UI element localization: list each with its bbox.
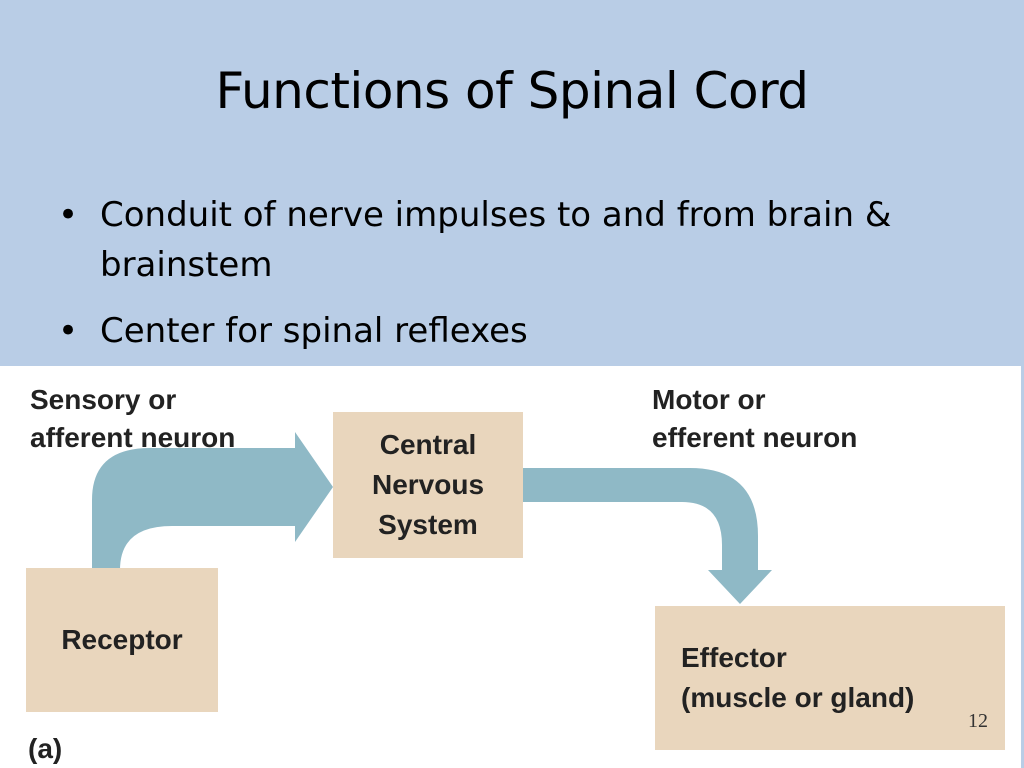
motor-neuron-label: Motor or efferent neuron — [652, 384, 858, 453]
bullet-item: Conduit of nerve impulses to and from br… — [58, 190, 998, 290]
effector-box: Effector (muscle or gland) — [655, 606, 1005, 750]
receptor-box: Receptor — [26, 568, 218, 712]
bullet-item: Center for spinal reflexes — [58, 306, 998, 356]
sensory-neuron-label: Sensory or afferent neuron — [30, 384, 236, 453]
bullet-list: Conduit of nerve impulses to and from br… — [58, 190, 998, 372]
afferent-arrow — [92, 432, 333, 570]
slide-title: Functions of Spinal Cord — [215, 62, 809, 120]
cns-box: Central Nervous System — [333, 412, 523, 558]
page-number: 12 — [968, 710, 988, 732]
panel-label: (a) — [28, 733, 63, 764]
efferent-arrow — [522, 468, 772, 604]
